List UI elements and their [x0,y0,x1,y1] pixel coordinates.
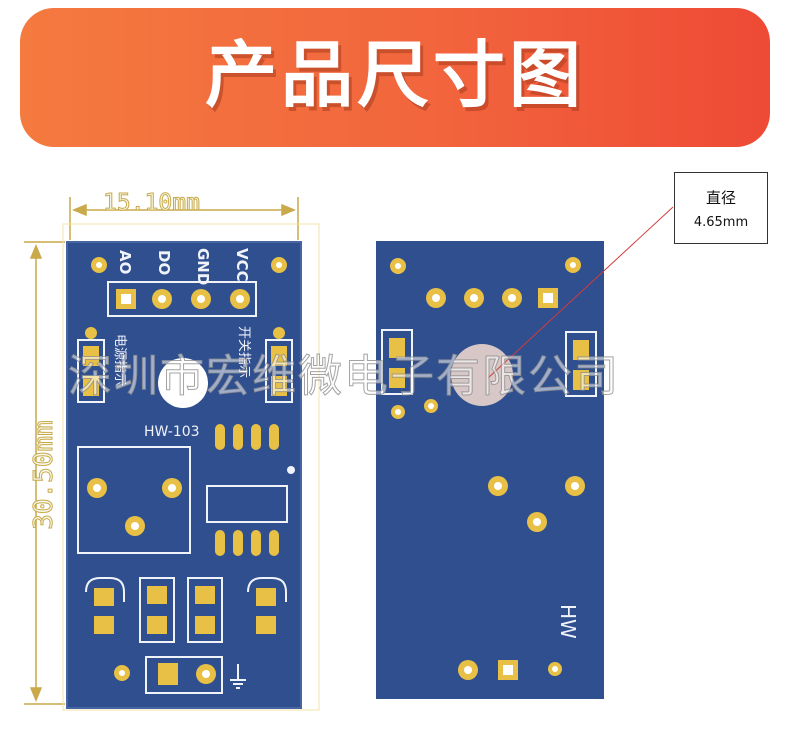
watermark-text: 深圳市宏维微电子有限公司 [68,351,620,403]
dimension-lines [24,197,320,711]
hole-diameter-target [451,344,513,406]
mounting-hole [158,358,208,408]
smd-pads [85,577,287,643]
pin-label-ao: AO [116,250,134,275]
height-dimension-label: 30.50mm [29,420,60,531]
callout-label: 直径 [705,189,736,207]
front-pcb-board [67,242,301,708]
potentiometer-outline [77,446,191,554]
back-pcb [376,206,674,699]
callout-leader [487,206,674,379]
ic-footprint [206,424,295,556]
diameter-callout: 直径 4.65mm [674,172,768,244]
callout-value: 4.65mm [693,215,749,230]
pin-label-do: DO [155,250,173,276]
model-label: HW-103 [144,424,200,440]
header-outline [107,281,257,317]
page-title: 产品尺寸图 [204,33,585,117]
pin-label-gnd: GND [194,248,212,286]
front-pcb [24,197,320,711]
back-pcb-board [376,241,604,699]
pin-label-vcc: VCC [233,248,251,282]
header-banner: 产品尺寸图 [20,8,770,147]
back-marking: HW [556,604,580,639]
width-dimension-label: 15.10mm [103,190,201,217]
